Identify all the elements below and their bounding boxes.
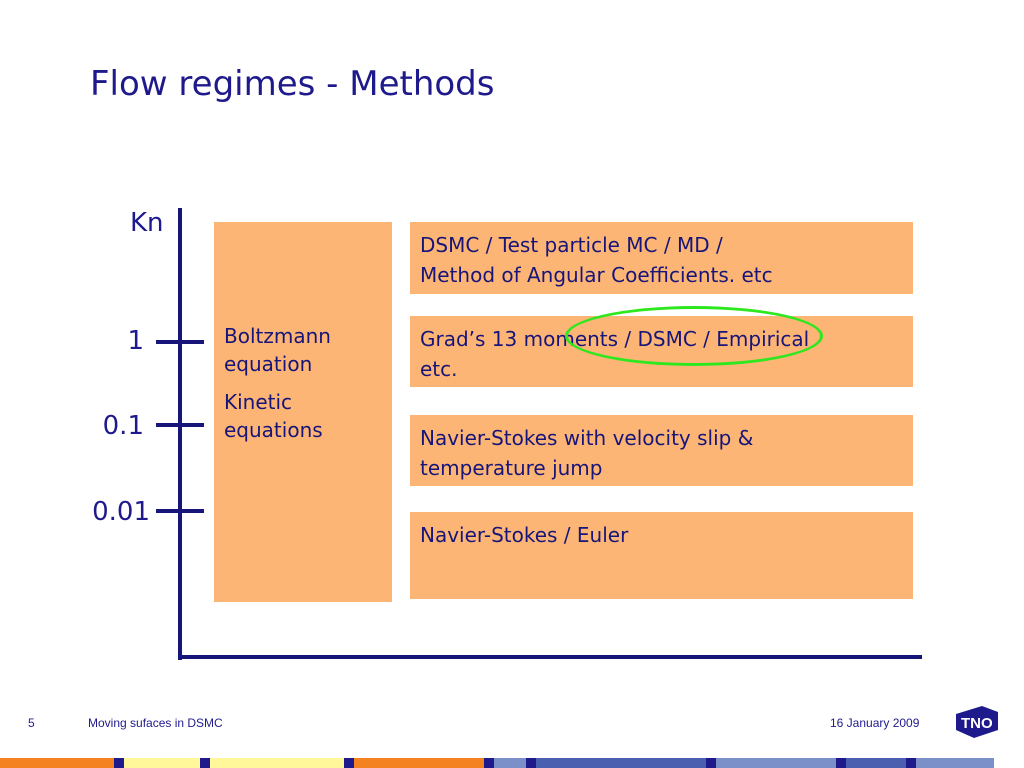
tick-0-01 bbox=[156, 509, 204, 513]
footer-color-stripe bbox=[0, 758, 1024, 768]
boltzmann-line-1: Boltzmann bbox=[224, 324, 331, 348]
tick-label-1: 1 bbox=[127, 326, 144, 356]
method-box-4-line-1: Navier-Stokes / Euler bbox=[420, 523, 629, 547]
axis-label-kn: Kn bbox=[130, 208, 164, 238]
footer-date: 16 January 2009 bbox=[830, 716, 920, 730]
kinetic-methods-box: Boltzmann equation Kinetic equations bbox=[214, 222, 392, 602]
method-box-continuum: Navier-Stokes / Euler bbox=[410, 512, 913, 599]
method-box-1-line-2: Method of Angular Coefficients. etc bbox=[420, 263, 773, 287]
method-box-2-line-2: etc. bbox=[420, 357, 458, 381]
boltzmann-line-2: equation bbox=[224, 352, 313, 376]
tick-0-1 bbox=[156, 423, 204, 427]
tno-logo-icon: TNO bbox=[956, 706, 998, 738]
tick-label-0-01: 0.01 bbox=[92, 497, 150, 527]
page-number: 5 bbox=[28, 716, 35, 730]
vertical-axis bbox=[178, 208, 182, 660]
logo-text: TNO bbox=[961, 715, 993, 732]
dsmc-highlight-ellipse bbox=[565, 306, 823, 366]
slide-title: Flow regimes - Methods bbox=[90, 64, 495, 104]
method-box-slip: Navier-Stokes with velocity slip & tempe… bbox=[410, 415, 913, 486]
method-box-1-line-1: DSMC / Test particle MC / MD / bbox=[420, 233, 723, 257]
horizontal-axis bbox=[178, 655, 922, 659]
method-box-3-line-1: Navier-Stokes with velocity slip & bbox=[420, 426, 754, 450]
method-box-3-line-2: temperature jump bbox=[420, 456, 603, 480]
footer-subject: Moving sufaces in DSMC bbox=[88, 716, 223, 730]
tick-1 bbox=[156, 340, 204, 344]
method-box-free-molecular: DSMC / Test particle MC / MD / Method of… bbox=[410, 222, 913, 294]
kinetic-line-1: Kinetic bbox=[224, 390, 293, 414]
kinetic-line-2: equations bbox=[224, 418, 323, 442]
tick-label-0-1: 0.1 bbox=[102, 411, 144, 441]
